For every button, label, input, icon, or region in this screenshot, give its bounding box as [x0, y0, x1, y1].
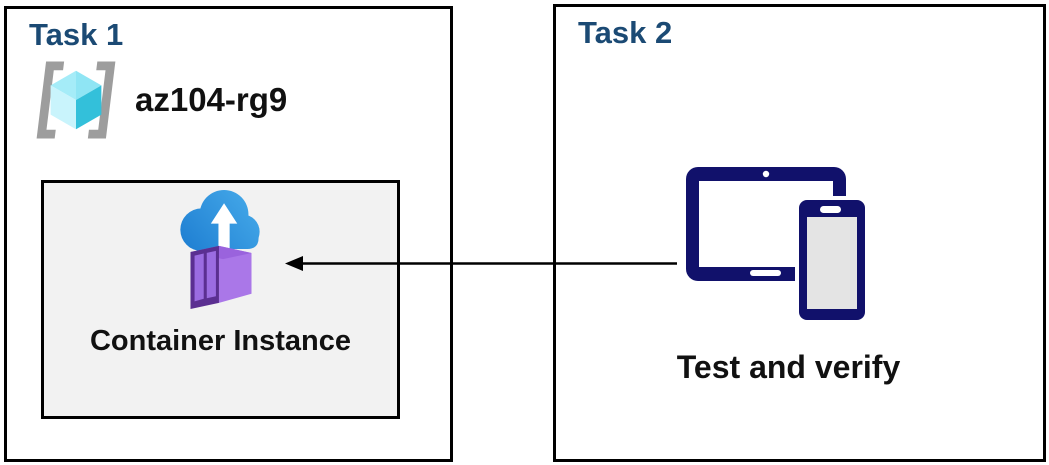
container-instance-label: Container Instance: [89, 325, 352, 357]
task2-box: Task 2 Test and verify: [553, 4, 1046, 462]
task2-title: Task 2: [578, 15, 673, 50]
task1-title: Task 1: [29, 17, 124, 52]
devices-label: Test and verify: [676, 349, 901, 385]
tablet-phone-icon: [686, 167, 869, 324]
resource-group-name: az104-rg9: [135, 81, 288, 118]
container-instance-icon: [179, 190, 260, 309]
resource-group-icon: [36, 61, 116, 139]
container-instance-box: Container Instance: [41, 180, 400, 419]
task1-box: Task 1 az104-rg9: [4, 6, 453, 462]
resource-group-row: az104-rg9: [33, 59, 287, 141]
